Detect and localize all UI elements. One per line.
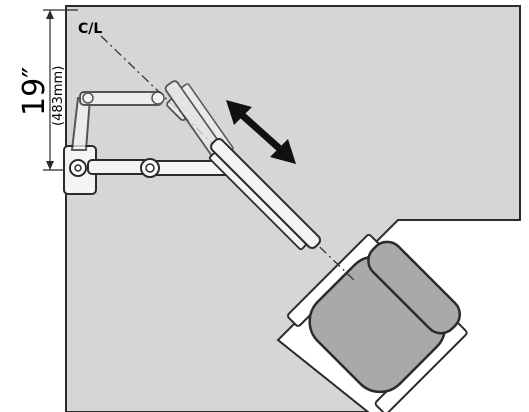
desk-surface — [65, 5, 521, 412]
monitor-extended — [208, 137, 322, 251]
chair — [287, 234, 468, 412]
dimension-imperial: 19″ — [17, 67, 52, 116]
dimension-metric: (483mm) — [51, 66, 66, 126]
desk-clamp — [63, 145, 97, 195]
chair-back — [367, 240, 462, 335]
double-headed-arrow-icon — [226, 100, 296, 164]
monitor-arm-extended — [87, 137, 322, 251]
monitor-arm-retracted — [70, 80, 234, 169]
centerline-label: C/L — [78, 21, 102, 37]
